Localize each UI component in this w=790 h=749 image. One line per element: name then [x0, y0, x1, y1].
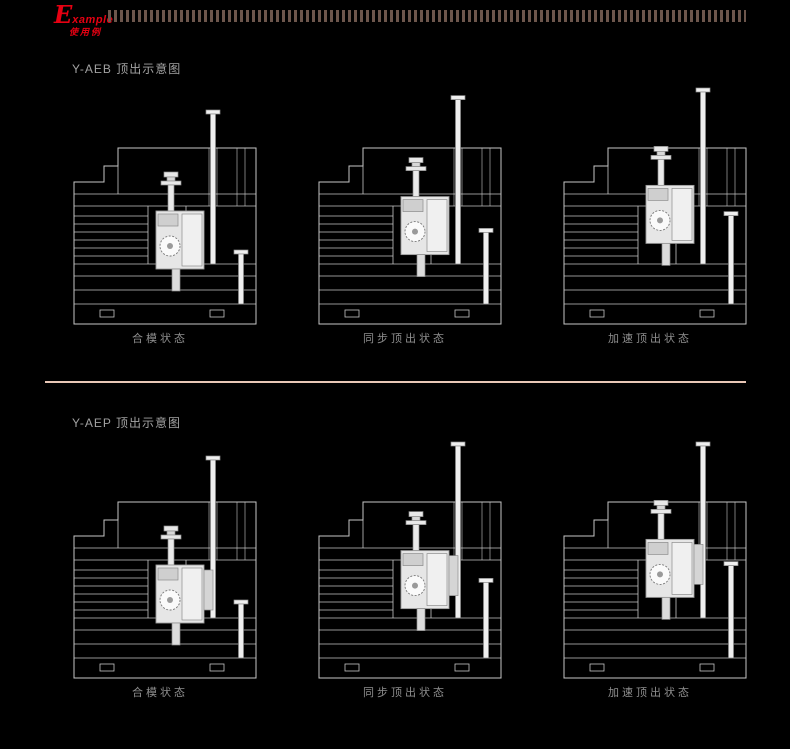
mold-diagram-accelerated-eject [563, 87, 747, 325]
brand-initial: E [54, 0, 73, 29]
section-divider [45, 381, 746, 383]
diagram-yaeb-accelerated-eject: 加速顶出状态 [550, 86, 750, 346]
diagram-caption: 加速顶出状态 [608, 687, 692, 699]
mold-diagram-closed [73, 109, 257, 325]
barcode-strip-decoration [108, 10, 746, 22]
diagram-caption: 合模状态 [132, 687, 188, 699]
section-title-yaep: Y-AEP 顶出示意图 [72, 416, 182, 430]
mold-diagram-accelerated-eject [563, 441, 747, 679]
diagram-caption: 合模状态 [132, 333, 188, 345]
brand-subtitle: 使用例 [69, 27, 103, 37]
mold-diagram-closed [73, 455, 257, 679]
section-title-yaeb: Y-AEB 顶出示意图 [72, 62, 182, 76]
diagram-caption: 同步顶出状态 [363, 333, 447, 345]
diagram-yaep-mold-closed: 合模状态 [60, 440, 260, 700]
diagram-yaeb-mold-closed: 合模状态 [60, 86, 260, 346]
diagram-yaep-sync-eject: 同步顶出状态 [305, 440, 505, 700]
mold-diagram-sync-eject [318, 441, 502, 679]
brand-text: xample [72, 14, 114, 26]
diagram-yaep-accelerated-eject: 加速顶出状态 [550, 440, 750, 700]
brand-logo: Example 使用例 [54, 3, 113, 37]
diagram-caption: 加速顶出状态 [608, 333, 692, 345]
diagram-caption: 同步顶出状态 [363, 687, 447, 699]
diagram-row-yaep: 合模状态 同步顶出状态 加速顶出状态 [60, 440, 750, 700]
mold-diagram-sync-eject [318, 95, 502, 325]
diagram-row-yaeb: 合模状态 同步顶出状态 加速顶出状态 [60, 86, 750, 346]
diagram-yaeb-sync-eject: 同步顶出状态 [305, 86, 505, 346]
